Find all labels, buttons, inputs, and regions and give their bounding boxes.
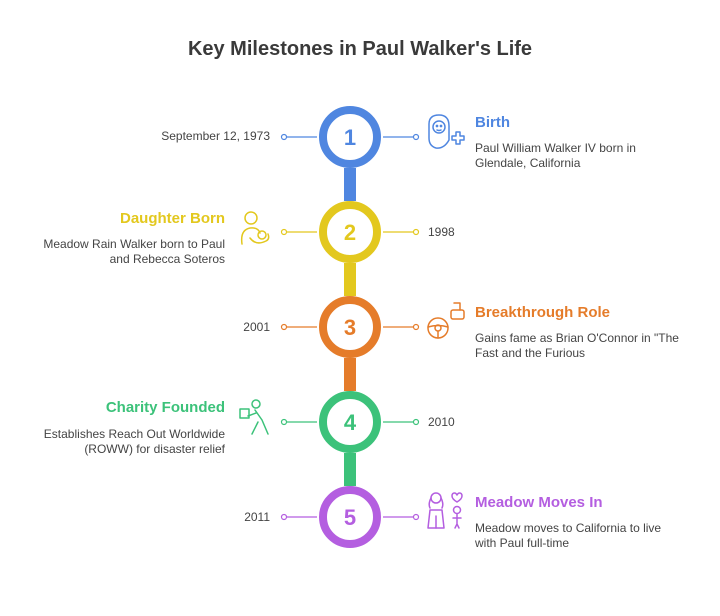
milestone-3-circle (319, 296, 381, 358)
parent-child-icon (240, 211, 270, 245)
milestone-4-circle (319, 391, 381, 453)
connector-2 (344, 263, 356, 296)
lead-dot-right-2 (412, 228, 420, 236)
milestone-5-heading: Meadow Moves In (475, 494, 603, 511)
milestone-1-circle (319, 106, 381, 168)
milestone-2-number: 2 (344, 220, 356, 245)
milestone-2-heading: Daughter Born (120, 210, 225, 227)
milestone-3-description: Gains fame as Brian O'Connor in "The Fas… (475, 331, 679, 360)
lead-dot-left-5 (280, 513, 288, 521)
milestone-5-circle (319, 486, 381, 548)
lead-dot-left-2 (280, 228, 288, 236)
lead-dot-right-3 (412, 323, 420, 331)
milestone-4-date: 2010 (428, 415, 455, 429)
milestone-2-date: 1998 (428, 225, 455, 239)
connector-1 (344, 168, 356, 201)
milestone-1-number: 1 (344, 125, 356, 150)
milestone-2-circle (319, 201, 381, 263)
milestone-1-heading: Birth (475, 114, 510, 131)
baby-icon (428, 114, 465, 149)
lead-dot-right-1 (412, 133, 420, 141)
connector-3 (344, 358, 356, 391)
helping-person-icon (239, 399, 269, 435)
lead-dot-right-5 (412, 513, 420, 521)
milestone-1-date: September 12, 1973 (161, 129, 270, 143)
lead-dot-left-4 (280, 418, 288, 426)
lead-dot-left-1 (280, 133, 288, 141)
page-title: Key Milestones in Paul Walker's Life (187, 38, 533, 60)
milestone-3-heading: Breakthrough Role (475, 304, 611, 321)
lead-dot-left-3 (280, 323, 288, 331)
milestone-4-heading: Charity Founded (105, 399, 225, 416)
milestone-5-description: Meadow moves to California to live with … (475, 521, 662, 550)
milestone-3-date: 2001 (243, 320, 270, 334)
milestone-5-date: 2011 (244, 510, 270, 524)
milestone-4-number: 4 (344, 410, 357, 435)
milestone-2-description: Meadow Rain Walker born to Paul and Rebe… (43, 237, 225, 266)
milestone-3-number: 3 (344, 315, 356, 340)
connector-4 (344, 453, 356, 486)
family-icon (427, 492, 463, 529)
milestone-5-number: 5 (344, 505, 356, 530)
milestone-1-description: Paul William Walker IV born in Glendale,… (475, 141, 636, 170)
milestone-4-description: Establishes Reach Out Worldwide (ROWW) f… (43, 427, 225, 456)
steering-wheel-icon (427, 302, 465, 339)
lead-dot-right-4 (412, 418, 420, 426)
